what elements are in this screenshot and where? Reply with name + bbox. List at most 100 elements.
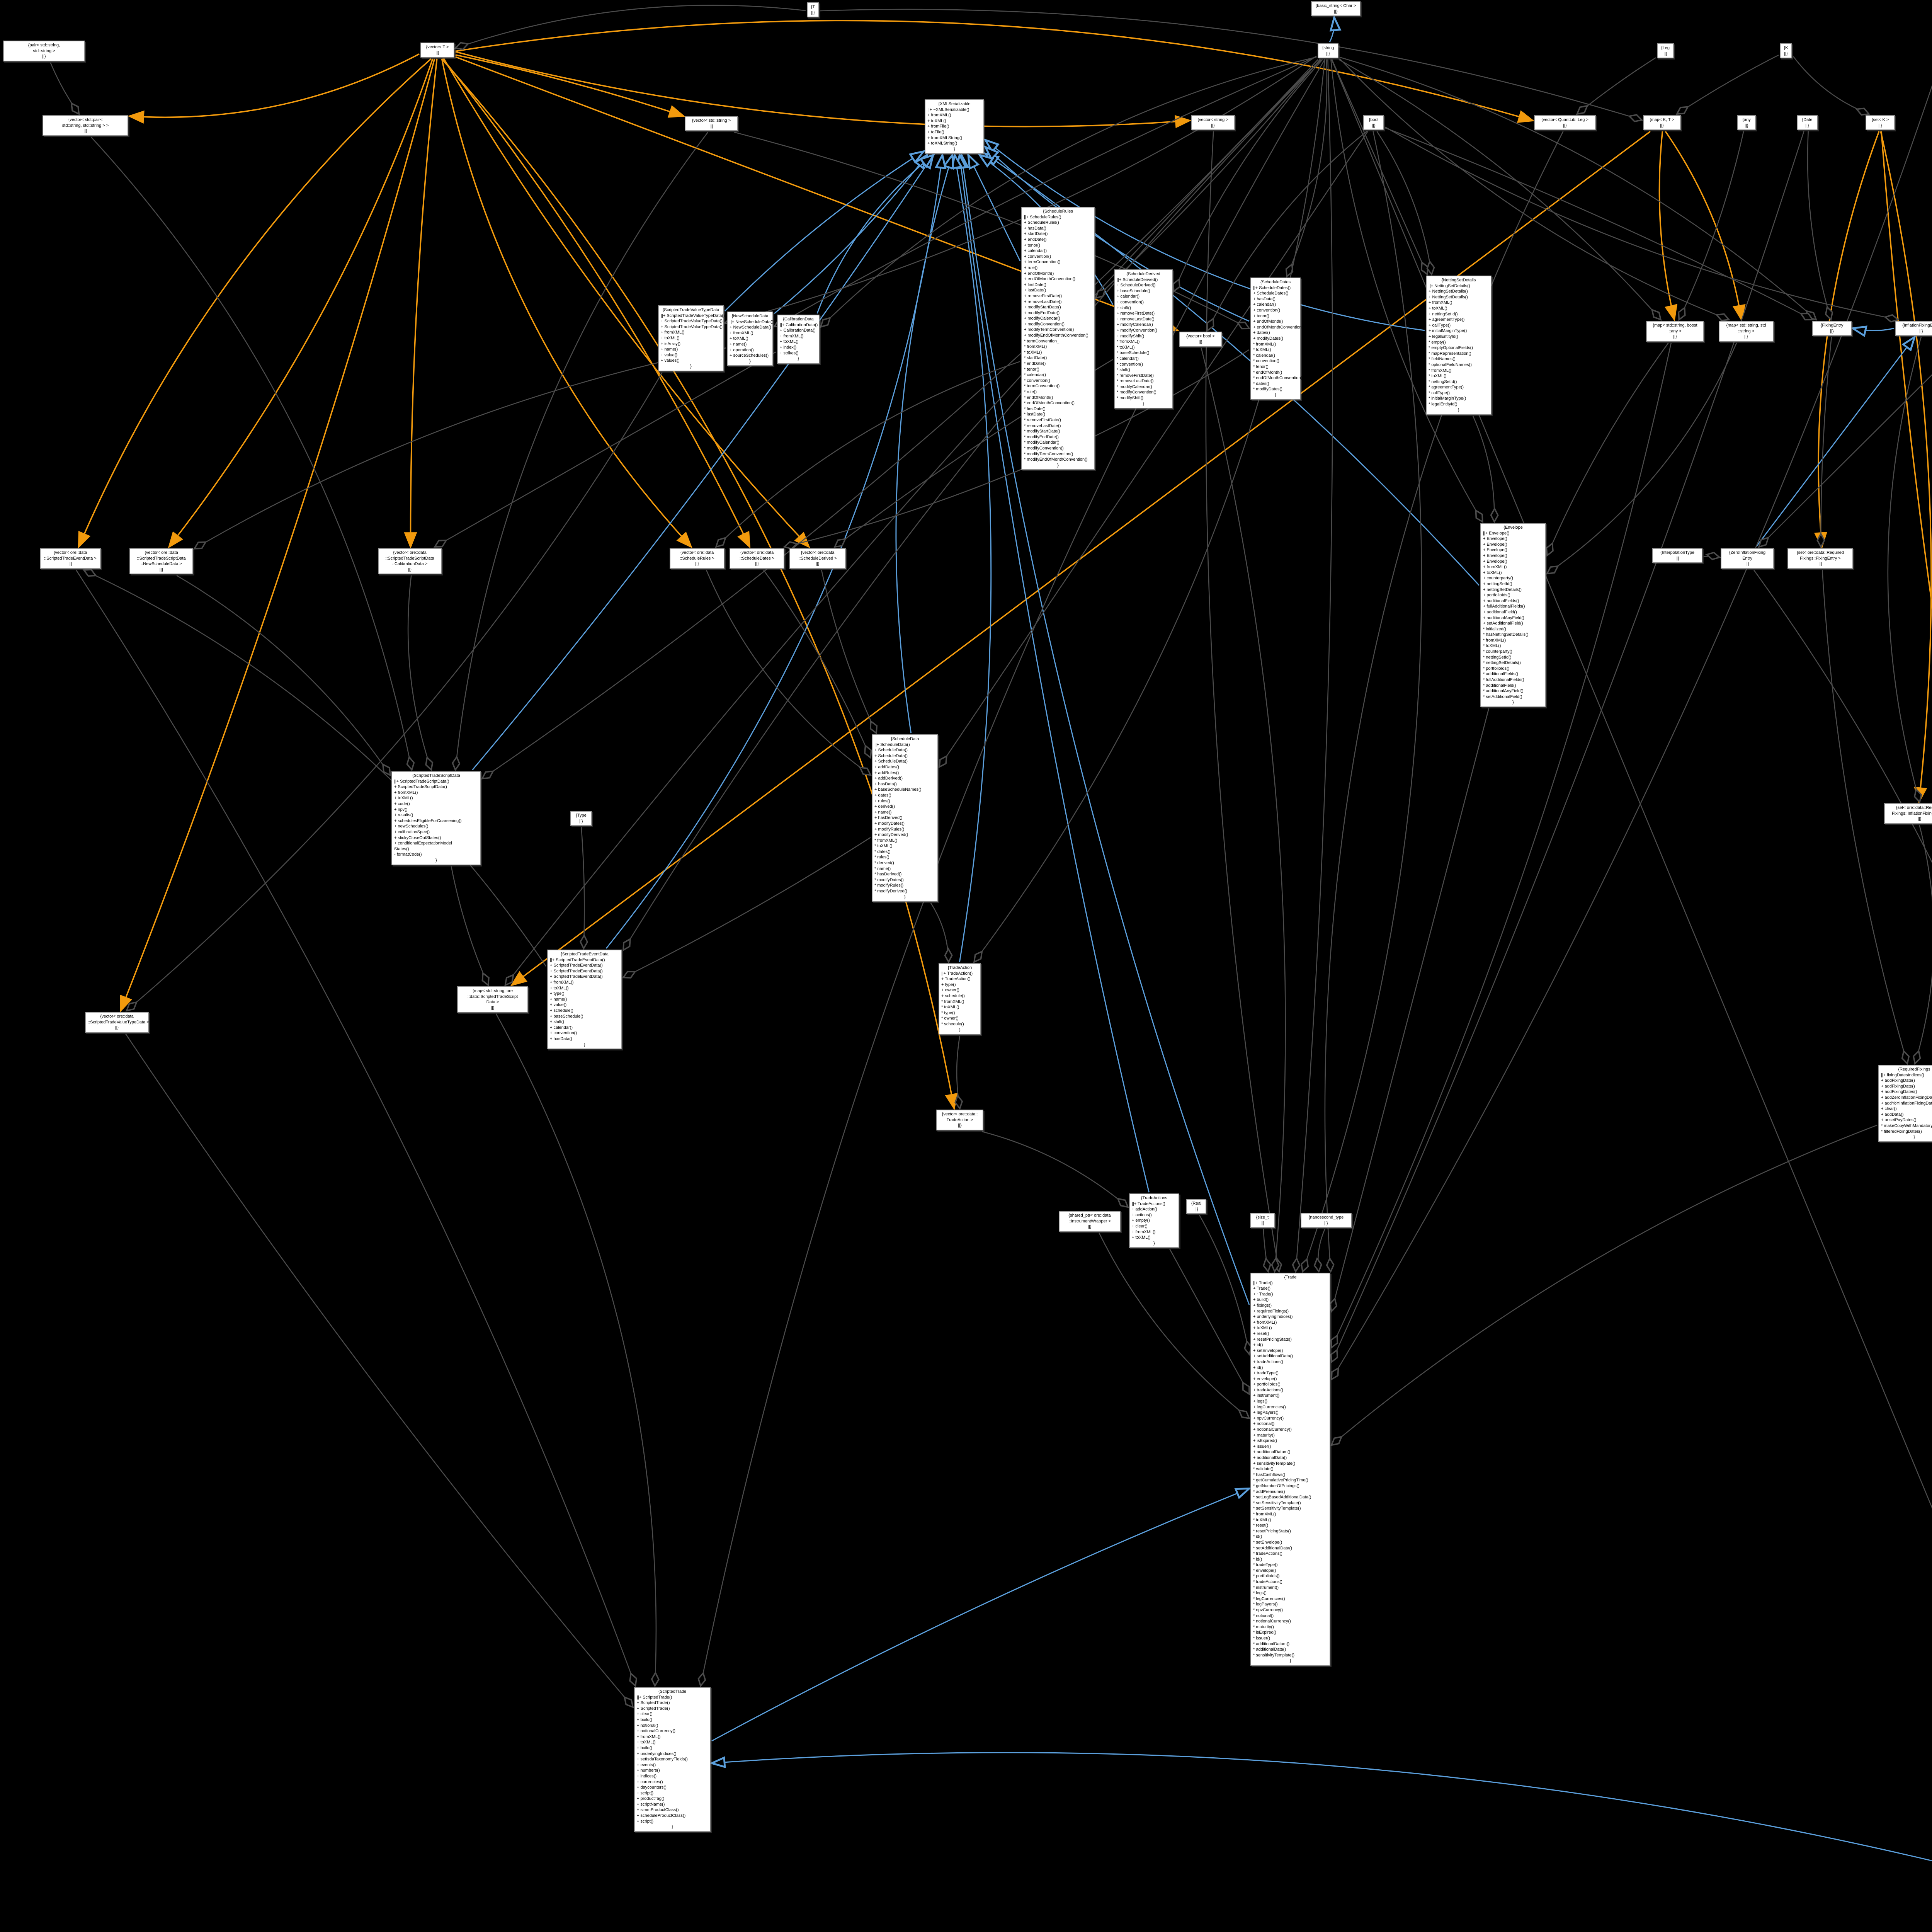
member-line: * getNumberOfPricings() — [1253, 1483, 1299, 1488]
member-line: } — [954, 146, 955, 151]
class-box-TradeAction[interactable]: {TradeAction||+ TradeAction()+ TradeActi… — [939, 963, 981, 1035]
member-line: + toXML() — [661, 335, 680, 340]
member-line: ||} — [1673, 334, 1677, 339]
class-box-any[interactable]: {any||} — [1737, 115, 1756, 131]
class-box-shared_ptr_InstrumentWrapper[interactable]: {shared_ptr< ore::data::InstrumentWrappe… — [1059, 1211, 1121, 1232]
class-box-vec_ScheduleDates[interactable]: {vector< ore::data::ScheduleDates >||} — [730, 548, 784, 569]
member-line: * removeLastDate() — [1024, 423, 1061, 428]
edge-RequiredFixings-Trade — [1330, 1125, 1878, 1446]
class-box-InterpolationType[interactable]: {InterpolationType||} — [1652, 548, 1702, 563]
class-box-RequiredFixings[interactable]: {RequiredFixings||+ fixingDatesIndices()… — [1878, 1065, 1932, 1142]
class-box-TradeActions[interactable]: {TradeActions||+ TradeActions()+ addActi… — [1129, 1193, 1179, 1248]
class-box-vec_CalibrationData[interactable]: {vector< ore::data::ScriptedTradeScriptD… — [378, 548, 442, 575]
class-box-vector_stdstring[interactable]: {vector< std::string >||} — [685, 116, 738, 131]
class-box-vec_EventData[interactable]: {vector< ore::data::ScriptedTradeEventDa… — [40, 548, 101, 569]
edge-InterpolationType-ZeroInflationFixingEntry — [1703, 552, 1721, 560]
member-line: * removeLastDate() — [1117, 379, 1154, 384]
class-box-Date[interactable]: {Date||} — [1797, 115, 1818, 131]
class-box-vec_ValueTypeData[interactable]: {vector< ore::data::ScriptedTradeValueTy… — [85, 1012, 149, 1033]
member-line: + firstDate() — [1024, 282, 1046, 287]
class-box-NettingSetDetails[interactable]: {NettingSetDetails||+ NettingSetDetails(… — [1426, 276, 1492, 415]
class-box-vec_NewScheduleData[interactable]: {vector< ore::data::ScriptedTradeScriptD… — [129, 548, 193, 575]
class-box-FixingEntry[interactable]: {FixingEntry||} — [1812, 321, 1852, 336]
class-box-ScheduleRules[interactable]: {ScheduleRules||+ ScheduleRules()+ Sched… — [1021, 207, 1095, 470]
class-box-map_KT[interactable]: {map< K, T >||} — [1643, 115, 1681, 131]
member-line: + owner() — [941, 988, 959, 993]
class-box-set_InflationFixingEntry[interactable]: {set< ore::data::RequiredFixings::Inflat… — [1884, 803, 1932, 824]
class-box-basic_string_char[interactable]: {basic_string< Char >||} — [1311, 1, 1361, 17]
class-box-size_t[interactable]: {size_t||} — [1250, 1213, 1275, 1228]
member-line: * id() — [1253, 1557, 1262, 1562]
member-line: } — [749, 359, 751, 364]
class-box-ScheduleDates[interactable]: {ScheduleDates||+ ScheduleDates()+ Sched… — [1250, 277, 1304, 400]
member-line: + Envelope() — [1483, 536, 1507, 541]
member-line: * mapRepresentation() — [1429, 351, 1471, 356]
member-line: + calibrationSpec() — [394, 829, 430, 834]
class-box-Type[interactable]: {Type||} — [570, 811, 592, 826]
member-line: + ScriptedTradeValueTypeData() — [661, 324, 723, 329]
member-line: States() — [394, 846, 409, 851]
class-box-vector_leg[interactable]: {vector< QuantLib::Leg >||} — [1534, 115, 1596, 131]
class-box-Leg[interactable]: {Leg||} — [1657, 43, 1674, 59]
class-box-Real[interactable]: {Real||} — [1186, 1199, 1206, 1214]
class-box-NewScheduleData[interactable]: {NewScheduleData||+ NewScheduleData()+ N… — [727, 312, 774, 366]
class-box-Trade[interactable]: {Trade||+ Trade()+ Trade()+ ~Trade()+ bu… — [1250, 1273, 1330, 1666]
class-box-ScheduleDerived[interactable]: {ScheduleDerived||+ ScheduleDerived()+ S… — [1114, 269, 1173, 409]
member-line: ::ScheduleRules > — [680, 556, 714, 561]
member-line: * validate() — [1253, 1467, 1274, 1472]
member-line: + script() — [637, 1819, 654, 1824]
class-box-ScriptedTradeEventData[interactable]: {ScriptedTradeEventData||+ ScriptedTrade… — [547, 950, 622, 1050]
class-box-map_string_scriptdata[interactable]: {map< std::string, ore::data::ScriptedTr… — [457, 986, 528, 1013]
member-line: + requiredFixings() — [1253, 1309, 1289, 1314]
member-line: + id() — [1253, 1343, 1263, 1348]
class-box-map_string_string[interactable]: {map< std::string, std::string >||} — [1719, 321, 1774, 342]
class-box-CalibrationData[interactable]: {CalibrationData||+ CalibrationData()+ C… — [777, 315, 820, 364]
member-line: - formatCode() — [394, 852, 422, 857]
class-title: {any — [1742, 117, 1751, 122]
member-line: } — [1913, 1135, 1915, 1140]
class-box-vector_string[interactable]: {vector< string >||} — [1191, 115, 1235, 131]
class-box-set_K[interactable]: {set< K >||} — [1866, 115, 1895, 131]
class-title: {NettingSetDetails — [1441, 278, 1476, 283]
class-box-K[interactable]: {K||} — [1780, 43, 1792, 59]
class-box-vec_ScheduleRules[interactable]: {vector< ore::data::ScheduleRules >||} — [670, 548, 724, 569]
member-line: ||} — [1260, 1220, 1264, 1226]
class-box-bool[interactable]: {bool||} — [1363, 115, 1384, 131]
edge-string-ScheduleDerived — [1172, 59, 1323, 293]
class-box-nanosecond_type[interactable]: {nanosecond_type||} — [1301, 1213, 1352, 1228]
class-box-ScriptedTradeScriptData[interactable]: {ScriptedTradeScriptData||+ ScriptedTrad… — [391, 771, 481, 865]
member-line: + value() — [661, 352, 678, 357]
member-line: ||} — [709, 124, 713, 129]
edge-list-Trade — [1331, 85, 1932, 1381]
class-box-XMLSerializable[interactable]: {XMLSerializable||+ ~XMLSerializable()+ … — [925, 99, 984, 154]
edge-vec_EventData-ScriptedTrade — [75, 570, 638, 1687]
class-box-ScriptedTradeValueTypeData[interactable]: {ScriptedTradeValueTypeData||+ ScriptedT… — [658, 305, 725, 371]
class-box-vec_TradeAction[interactable]: {vector< ore::data::TradeAction >||} — [936, 1110, 983, 1130]
member-line: + events() — [637, 1762, 656, 1767]
class-box-ScriptedTrade[interactable]: {ScriptedTrade||+ ScriptedTrade()+ Scrip… — [634, 1687, 711, 1832]
class-title: {NewScheduleData — [731, 314, 769, 318]
edge-map_KT-map_string_any — [1658, 131, 1678, 322]
member-line: + results() — [394, 813, 413, 818]
member-line: + index() — [780, 345, 797, 350]
class-box-string[interactable]: {string||} — [1318, 43, 1338, 59]
class-box-vector_bool[interactable]: {vector< bool >||} — [1179, 332, 1222, 347]
member-line: + counterparty() — [1483, 576, 1513, 581]
edge-CalibrationData-XMLSerializable — [816, 155, 934, 314]
member-line: + addZeroInflationFixingDate() — [1881, 1095, 1932, 1100]
class-box-Envelope[interactable]: {Envelope||+ Envelope()+ Envelope()+ Env… — [1480, 523, 1546, 707]
class-box-T[interactable]: {T||} — [807, 2, 819, 18]
class-box-vec_ScheduleDerived[interactable]: {vector< ore::data::ScheduleDerived >||} — [789, 548, 846, 569]
class-box-vector_T[interactable]: {vector< T >||} — [420, 43, 454, 58]
class-box-map_string_any[interactable]: {map< std::string, boost::any >||} — [1646, 321, 1704, 342]
edge-vector_T-vector_stdstring — [455, 54, 685, 118]
class-box-vector_pair_ss[interactable]: {vector< std::pair<std::string, std::str… — [43, 115, 128, 136]
member-line: ||} — [1326, 51, 1330, 56]
class-box-ScheduleData[interactable]: {ScheduleData||+ ScheduleData()+ Schedul… — [872, 734, 938, 902]
member-line: + ScriptedTradeScriptData() — [394, 785, 447, 790]
edge-set_K-set_FixingEntry — [1814, 131, 1880, 549]
class-box-pair_ss[interactable]: {pair< std::string,std::string >||} — [3, 41, 85, 61]
